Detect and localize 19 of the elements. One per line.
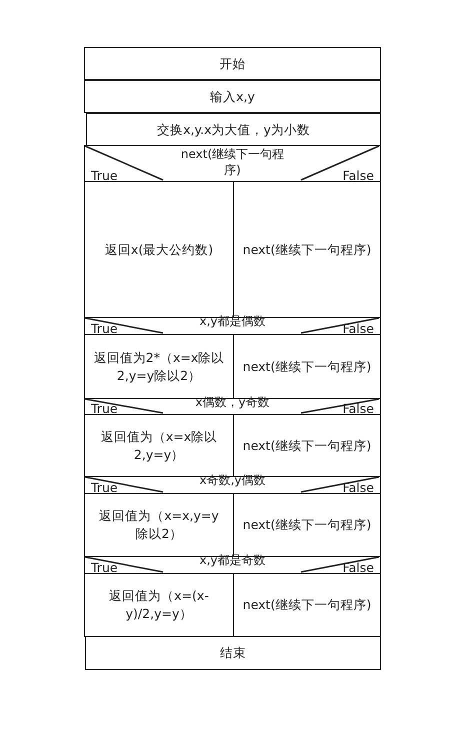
- process-box: 输入x,y: [84, 80, 381, 113]
- true-label: True: [91, 322, 118, 336]
- condition-band: [84, 476, 381, 494]
- false-label: False: [342, 169, 374, 183]
- condition-text: next(继续下一句程序): [180, 146, 286, 178]
- true-label: True: [91, 169, 118, 183]
- process-box: 开始: [84, 47, 381, 80]
- condition-band: [84, 398, 381, 415]
- true-label: True: [91, 481, 118, 495]
- process-box: 交换x,y.x为大值，y为小数: [86, 113, 381, 146]
- true-label: True: [91, 561, 118, 575]
- condition-band: [84, 556, 381, 574]
- condition-band: [84, 145, 381, 182]
- condition-band: [84, 317, 381, 335]
- process-box: 结束: [85, 636, 381, 670]
- true-label: True: [91, 402, 118, 416]
- false-label: False: [342, 481, 374, 495]
- false-label: False: [342, 561, 374, 575]
- false-label: False: [342, 322, 374, 336]
